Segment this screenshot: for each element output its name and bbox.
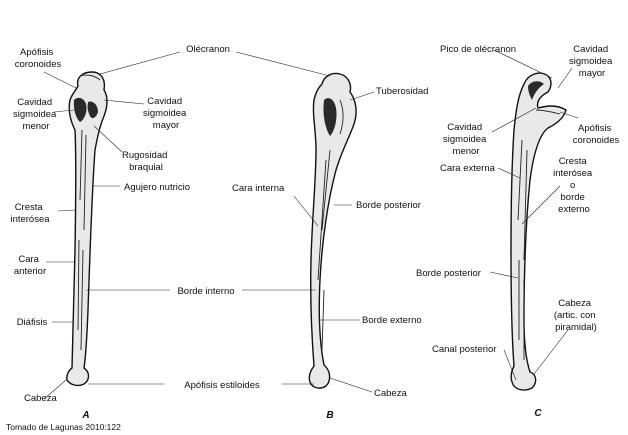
- label-tuberosidad: Tuberosidad: [376, 86, 428, 97]
- figure-letter-b: B: [326, 410, 333, 421]
- label-cabeza-a: Cabeza: [24, 393, 57, 404]
- label-diafisis: Diáfisis: [17, 317, 48, 328]
- label-line: menor: [453, 146, 480, 157]
- label-olecranon: Olécranon: [186, 44, 230, 55]
- label-line: sigmoidea: [569, 56, 613, 67]
- label-apofisis-coronoides-a: Apófisis coronoides: [15, 47, 62, 70]
- label-line: coronoides: [573, 135, 620, 146]
- label-cara-interna: Cara interna: [232, 183, 285, 194]
- label-line: Rugosidad: [122, 150, 167, 161]
- label-line: borde: [561, 192, 585, 203]
- label-agujero-nutricio: Agujero nutricio: [124, 182, 190, 193]
- label-line: Cresta: [559, 156, 588, 167]
- label-line: Cavidad: [573, 44, 608, 55]
- label-cavidad-sigmoidea-menor-c: Cavidad sigmoidea menor: [443, 122, 489, 157]
- label-line: menor: [23, 121, 50, 132]
- label-cavidad-sigmoidea-mayor-c: Cavidad sigmoidea mayor: [569, 44, 615, 79]
- label-line: Cavidad: [17, 97, 52, 108]
- label-line: piramidal): [555, 322, 597, 333]
- label-line: (artic. con: [554, 310, 596, 321]
- label-cresta-interosea-a: Cresta interósea: [10, 202, 50, 225]
- label-cresta-interosea-c: Cresta interósea o borde externo: [553, 156, 595, 215]
- label-line: Cavidad: [147, 96, 182, 107]
- label-cabeza-c: Cabeza (artic. con piramidal): [554, 298, 598, 333]
- label-cara-anterior: Cara anterior: [14, 254, 46, 277]
- ulna-lateral-view: [510, 72, 567, 391]
- label-line: Cresta: [15, 202, 44, 213]
- label-cara-externa: Cara externa: [440, 163, 496, 174]
- label-borde-posterior-c: Borde posterior: [416, 268, 481, 279]
- label-apofisis-coronoides-c: Apófisis coronoides: [573, 123, 620, 146]
- label-canal-posterior: Canal posterior: [432, 344, 496, 355]
- label-borde-externo-b: Borde externo: [362, 315, 422, 326]
- figure-letters: A B C: [81, 408, 542, 421]
- label-line: sigmoidea: [443, 134, 487, 145]
- label-cavidad-sigmoidea-mayor-a: Cavidad sigmoidea mayor: [143, 96, 189, 131]
- label-apofisis-estiloides: Apófisis estiloides: [184, 380, 260, 391]
- label-line: o: [570, 180, 575, 191]
- label-line: sigmoidea: [13, 109, 57, 120]
- label-line: Cavidad: [447, 122, 482, 133]
- label-pico-de-olecranon: Pico de olécranon: [440, 44, 516, 55]
- label-line: coronoides: [15, 59, 62, 70]
- label-line: mayor: [153, 120, 179, 131]
- ulna-medial-view: [308, 72, 357, 389]
- label-line: Apófisis: [20, 47, 54, 58]
- labels: Olécranon Apófisis coronoides Cavidad si…: [10, 44, 619, 404]
- label-line: Cara: [18, 254, 39, 265]
- label-borde-posterior-b: Borde posterior: [356, 200, 421, 211]
- label-rugosidad-braquial: Rugosidad braquial: [122, 150, 170, 173]
- label-line: Apófisis: [578, 123, 612, 134]
- figure-letter-a: A: [81, 410, 89, 421]
- label-line: Cabeza: [558, 298, 591, 309]
- image-credit: Tomado de Lagunas 2010:122: [6, 422, 121, 432]
- leader-lines: [43, 49, 579, 400]
- label-cavidad-sigmoidea-menor-a: Cavidad sigmoidea menor: [13, 97, 59, 132]
- label-line: sigmoidea: [143, 108, 187, 119]
- label-line: braquial: [129, 162, 163, 173]
- figure-letter-c: C: [534, 408, 542, 419]
- label-line: anterior: [14, 266, 46, 277]
- label-line: mayor: [579, 68, 605, 79]
- label-cabeza-b: Cabeza: [374, 388, 407, 399]
- label-line: interósea: [10, 214, 50, 225]
- label-line: externo: [558, 204, 590, 215]
- label-borde-interno: Borde interno: [177, 286, 234, 297]
- label-line: interósea: [553, 168, 593, 179]
- ulna-anterior-view: [66, 71, 108, 387]
